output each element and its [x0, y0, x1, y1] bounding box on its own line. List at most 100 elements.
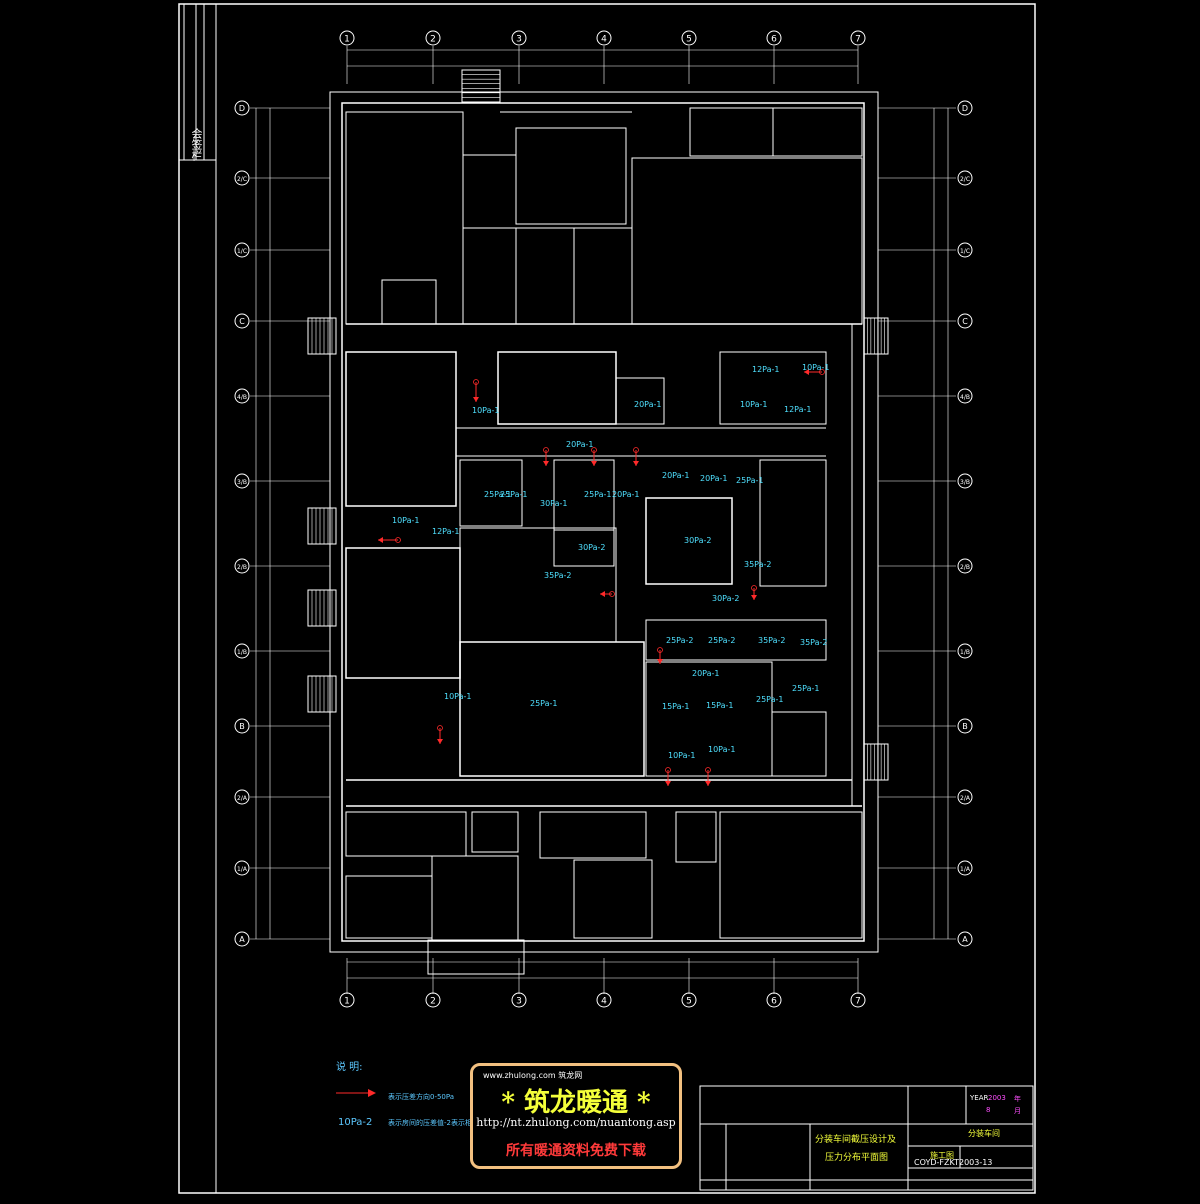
- grid-bubble: [957, 789, 973, 805]
- pressure-arrows: [378, 369, 825, 786]
- pressure-arrow-head: [600, 591, 605, 597]
- grid-row-label: C: [239, 317, 245, 326]
- grid-row-label: 3/B: [237, 479, 247, 486]
- room-pressure-label: 20Pa-1: [612, 490, 640, 499]
- legend-item-symbol: 10Pa-2: [338, 1117, 373, 1128]
- grid-row-label: 1/A: [237, 866, 248, 873]
- legend-title: 说 明:: [336, 1062, 363, 1073]
- room-pressure-label: 25Pa-1: [484, 490, 512, 499]
- room-pressure-label: 10Pa-1: [802, 363, 830, 372]
- grid-bubble: [425, 992, 441, 1008]
- room: [645, 619, 827, 661]
- grid-bubble: [234, 388, 250, 404]
- month-value: 8: [986, 1106, 991, 1114]
- grid-bubble: [234, 789, 250, 805]
- room-pressure-label: 20Pa-1: [662, 471, 690, 480]
- room-pressure-label: 12Pa-1: [784, 405, 812, 414]
- room: [675, 811, 717, 863]
- grid-bubble: [234, 242, 250, 258]
- pressure-arrow-origin: [705, 767, 711, 773]
- pressure-arrow-head: [804, 369, 809, 375]
- grid-bubble: [957, 388, 973, 404]
- grid-bubble: [234, 100, 250, 116]
- room-pressure-label: 25Pa-1: [736, 476, 764, 485]
- watermark-link[interactable]: http://nt.zhulong.com/nuantong.asp: [476, 1116, 676, 1129]
- pressure-arrow-origin: [665, 767, 671, 773]
- grid-bubble: [957, 242, 973, 258]
- room-pressure-label: 35Pa-2: [744, 560, 772, 569]
- room-pressure-label: 20Pa-1: [566, 440, 594, 449]
- grid-row-label: 1/B: [960, 649, 970, 656]
- grid-row-label: 4/B: [237, 394, 247, 401]
- room-pressure-label: 30Pa-2: [684, 536, 712, 545]
- room: [771, 711, 827, 777]
- pressure-arrow-origin: [591, 447, 597, 453]
- room-pressure-label: 25Pa-2: [666, 636, 694, 645]
- room-pressure-label: 10Pa-1: [444, 692, 472, 701]
- grid-bubble: [957, 931, 973, 947]
- pressure-arrow-head: [437, 739, 443, 744]
- grid-bubble: [339, 30, 355, 46]
- title-block-frame: [699, 1085, 1034, 1191]
- grid-row-label: 2/B: [237, 564, 247, 571]
- grid-bubble: [957, 643, 973, 659]
- grid-column-label: 1: [344, 997, 350, 1007]
- room-pressure-label: 35Pa-2: [758, 636, 786, 645]
- room-pressure-label: 25Pa-2: [708, 636, 736, 645]
- watermark-url: www.zhulong.com 筑龙网: [483, 1071, 583, 1080]
- room: [689, 107, 863, 157]
- grid-row-label: 2/C: [237, 176, 247, 183]
- room: [345, 351, 457, 507]
- grid-column-label: 3: [516, 997, 522, 1007]
- entrance: [427, 939, 525, 975]
- room: [759, 459, 827, 587]
- design-stage: 施工图: [930, 1151, 954, 1160]
- pressure-arrow-origin: [819, 369, 825, 375]
- grid-bubble: [957, 473, 973, 489]
- pressure-arrow-head: [543, 461, 549, 466]
- grid-bubble: [766, 992, 782, 1008]
- room: [431, 855, 519, 941]
- watermark-free-download: 所有暖通资料免费下载: [506, 1143, 646, 1159]
- grid-bubble: [957, 313, 973, 329]
- building-walls: [307, 69, 889, 975]
- project-name: 分装车间: [968, 1129, 1000, 1138]
- grid-bubble: [681, 992, 697, 1008]
- room: [497, 351, 617, 425]
- room: [345, 547, 461, 679]
- pressure-arrow-origin: [751, 585, 757, 591]
- room: [345, 875, 433, 939]
- pressure-arrow-origin: [633, 447, 639, 453]
- grid-row-label: 2/A: [960, 795, 971, 802]
- room: [539, 811, 647, 859]
- grid-row-label: 4/B: [960, 394, 970, 401]
- pressure-arrow-head: [378, 537, 383, 543]
- grid-row-label: B: [962, 722, 968, 731]
- room-pressure-label: 25Pa-1: [530, 699, 558, 708]
- room-pressure-label: 20Pa-1: [700, 474, 728, 483]
- grid-bubble: [234, 931, 250, 947]
- room-pressure-label: 10Pa-1: [740, 400, 768, 409]
- room-pressure-label: 35Pa-2: [800, 638, 828, 647]
- grid-bubble: [957, 860, 973, 876]
- pressure-arrow-head: [657, 659, 663, 664]
- room: [631, 157, 863, 325]
- year-label: YEAR: [970, 1094, 989, 1102]
- grid-row-label: D: [239, 104, 245, 113]
- pressure-arrow-head: [751, 595, 757, 600]
- room-pressure-label: 15Pa-1: [706, 701, 734, 710]
- grid-column-label: 5: [686, 35, 692, 45]
- room: [515, 127, 627, 225]
- room: [615, 377, 665, 425]
- room: [719, 811, 863, 939]
- grid-bubble: [234, 170, 250, 186]
- exterior-wall-outer: [329, 91, 879, 953]
- countersign-label: 会签栏: [190, 128, 203, 161]
- grid-column-label: 4: [601, 35, 607, 45]
- grid-bubble: [234, 473, 250, 489]
- pressure-arrow-origin: [395, 537, 401, 543]
- room-pressure-label: 25Pa-1: [584, 490, 612, 499]
- room-pressure-label: 12Pa-1: [752, 365, 780, 374]
- grid-row-label: 2/B: [960, 564, 970, 571]
